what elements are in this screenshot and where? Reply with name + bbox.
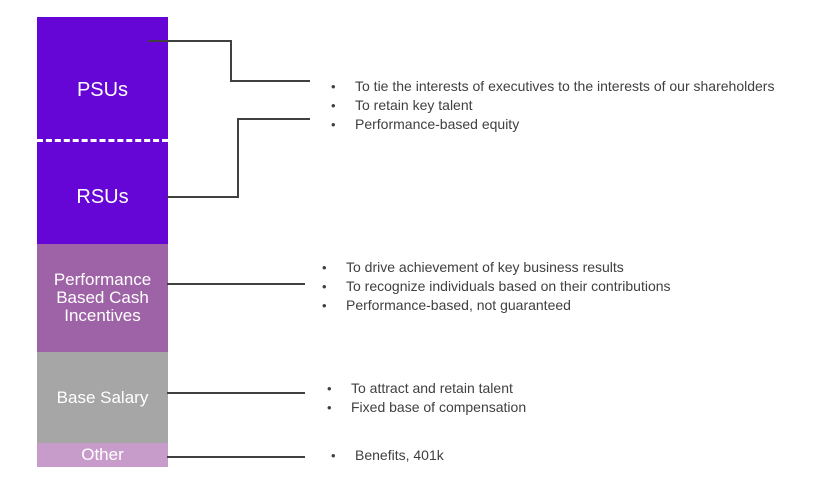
bullet-group-performance-cash: To drive achievement of key business res… (322, 258, 671, 315)
segment-equity: PSUs RSUs (37, 17, 168, 244)
bullet-item: To drive achievement of key business res… (322, 258, 671, 277)
segment-label-psus: PSUs (76, 79, 129, 101)
segment-label-rsus: RSUs (76, 186, 129, 208)
bullet-item: To attract and retain talent (327, 379, 526, 398)
bullet-group-other: Benefits, 401k (331, 446, 444, 465)
connector-rsus (167, 118, 310, 198)
segment-label-other: Other (81, 445, 124, 464)
bullet-group-base-salary: To attract and retain talent Fixed base … (327, 379, 526, 417)
bullet-item: Benefits, 401k (331, 446, 444, 465)
segment-other: Other (37, 443, 168, 467)
segment-performance-cash: Performance Based Cash Incentives (37, 244, 168, 352)
dashed-divider (37, 139, 168, 142)
bullet-item: Fixed base of compensation (327, 398, 526, 417)
bullet-item: To tie the interests of executives to th… (331, 77, 774, 96)
connector-psus (148, 40, 310, 82)
segment-base-salary: Base Salary (37, 352, 168, 443)
segment-label-base-salary: Base Salary (56, 387, 149, 407)
bullet-item: To recognize individuals based on their … (322, 277, 671, 296)
bullet-item: To retain key talent (331, 96, 774, 115)
bullet-item: Performance-based, not guaranteed (322, 296, 671, 315)
bullet-item: Performance-based equity (331, 115, 774, 134)
segment-label-performance-cash: Performance Based Cash Incentives (53, 270, 152, 325)
bullet-group-equity: To tie the interests of executives to th… (331, 77, 774, 134)
stacked-bar: PSUs RSUs Performance Based Cash Incenti… (37, 17, 168, 467)
